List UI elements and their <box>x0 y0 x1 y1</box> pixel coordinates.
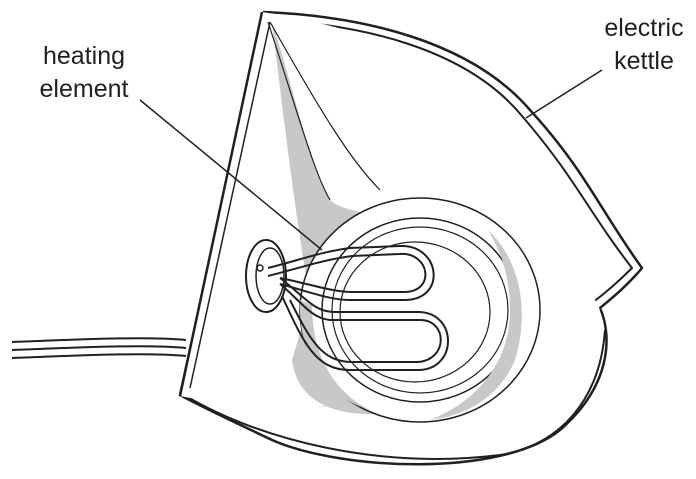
heating-element-leader <box>139 99 323 251</box>
electric-kettle-label: electric kettle <box>594 12 694 78</box>
kettle-base-fold <box>185 329 606 460</box>
back-wall-edge <box>178 11 264 397</box>
heating-element-label-line-2: element <box>39 75 129 103</box>
electric-kettle-label-line-1: electric <box>604 14 684 42</box>
base-plate-shadow <box>430 230 522 420</box>
heating-element-label-line-1: heating <box>42 42 126 70</box>
back-wall-edge-inner <box>189 21 271 389</box>
heating-element-label: heating element <box>24 40 144 106</box>
heating-element-coil <box>267 244 449 371</box>
inner-corner-lines <box>267 21 381 201</box>
electric-kettle-label-line-2: kettle <box>614 47 674 75</box>
power-cord <box>11 337 187 359</box>
element-mount <box>245 239 287 313</box>
electric-kettle-leader <box>525 69 603 119</box>
